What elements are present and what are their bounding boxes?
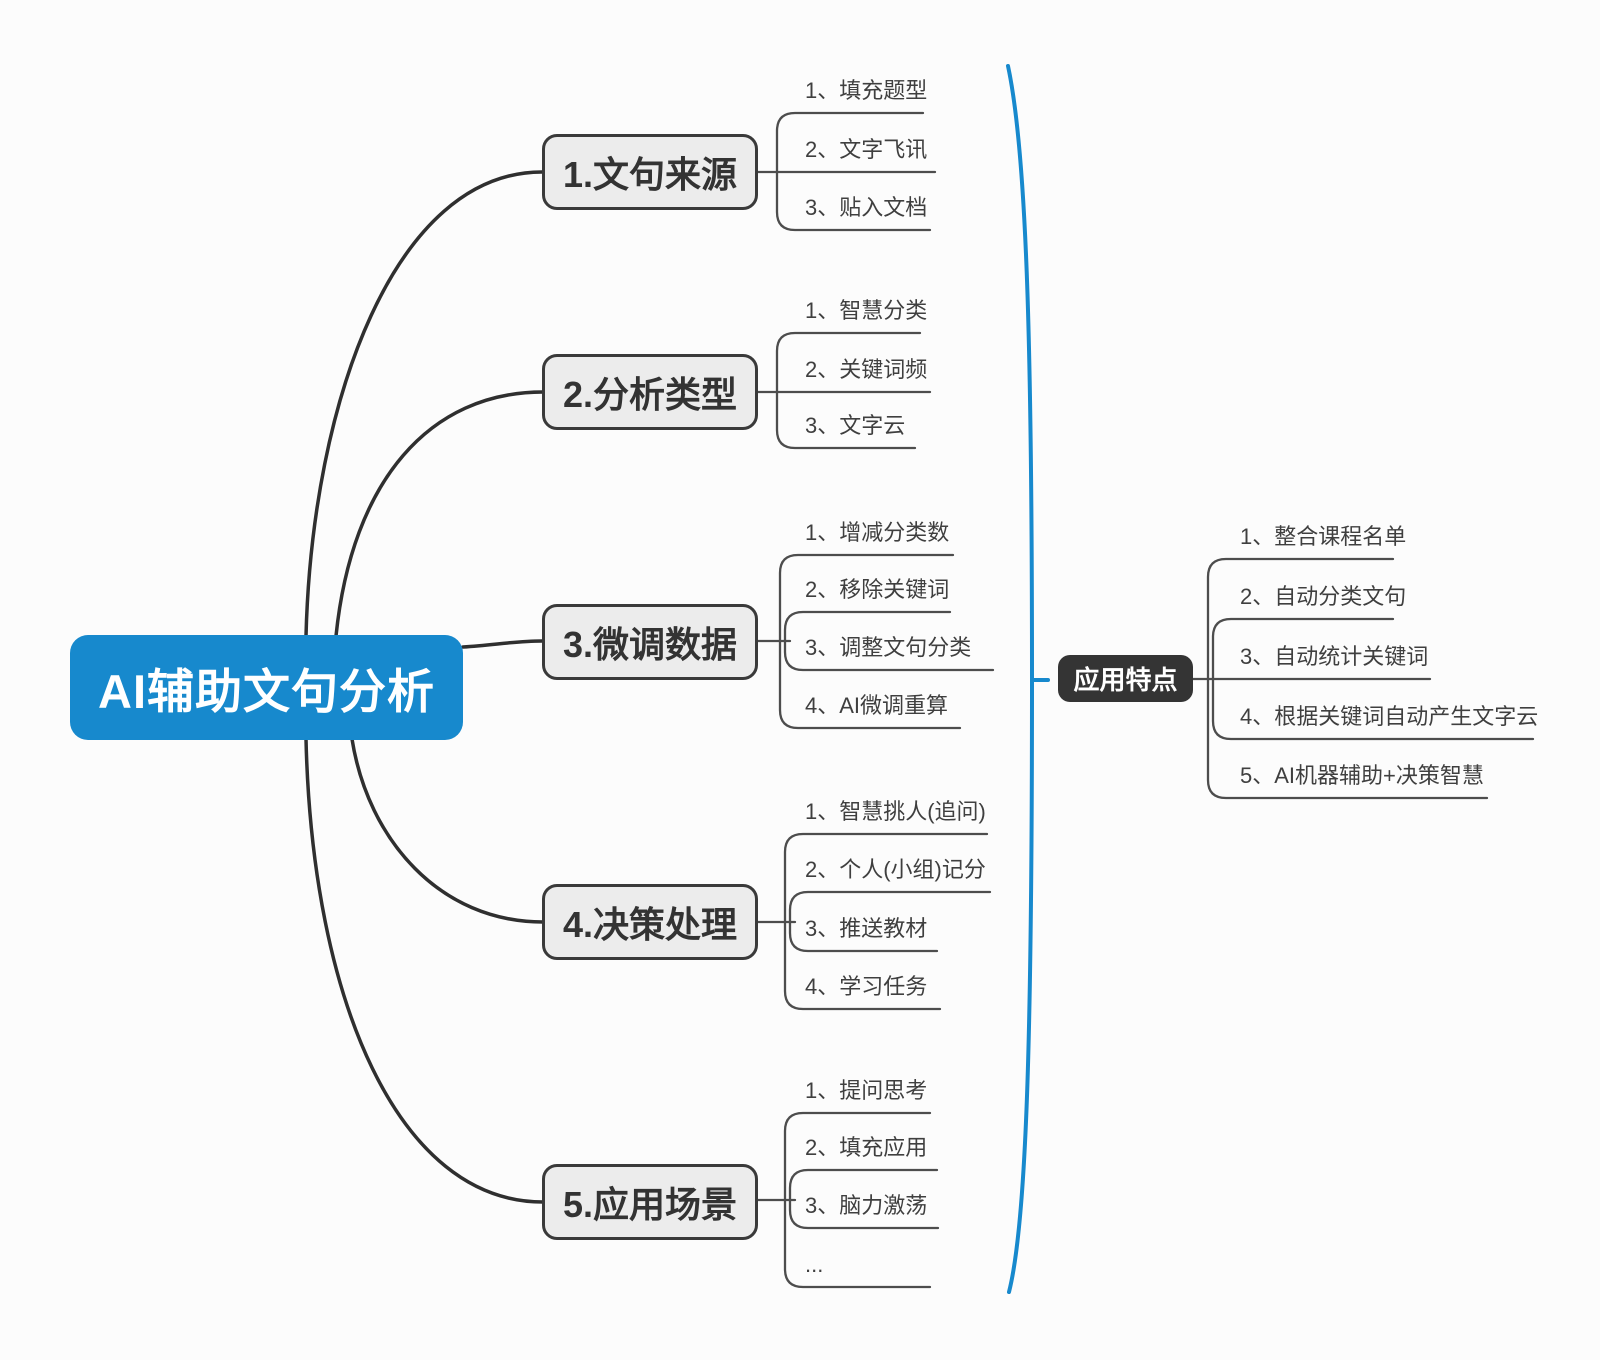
- root-branch-curves: [304, 170, 545, 1204]
- child-topic-b3-3[interactable]: 3、调整文句分类: [805, 635, 972, 660]
- child-topic-r-5[interactable]: 5、AI机器辅助+决策智慧: [1240, 763, 1484, 788]
- child-topic-b4-3[interactable]: 3、推送教材: [805, 916, 928, 941]
- child-topic-b5-1[interactable]: 1、提问思考: [805, 1078, 928, 1103]
- child-topic-b1-1[interactable]: 1、填充题型: [805, 78, 928, 103]
- branch-label-5: 5.应用场景: [562, 1184, 738, 1225]
- child-topic-r-1[interactable]: 1、整合课程名单: [1240, 524, 1407, 549]
- branch-label-1: 1.文句来源: [562, 154, 738, 195]
- child-topic-b1-3[interactable]: 3、贴入文档: [805, 195, 928, 220]
- child-topic-r-2[interactable]: 2、自动分类文句: [1240, 584, 1407, 609]
- curve-root-branch5: [304, 737, 545, 1204]
- child-topic-b2-3[interactable]: 3、文字云: [805, 413, 906, 438]
- branch-node-3[interactable]: 3.微调数据: [542, 604, 758, 680]
- child-topic-b2-1[interactable]: 1、智慧分类: [805, 298, 928, 323]
- branch-node-1[interactable]: 1.文句来源: [542, 134, 758, 210]
- branch1-brackets: [750, 111, 937, 232]
- child-topic-b5-3[interactable]: 3、脑力激荡: [805, 1193, 928, 1218]
- branch5-brackets: [750, 1111, 940, 1289]
- child-topic-b5-2[interactable]: 2、填充应用: [805, 1135, 928, 1160]
- branch-node-4[interactable]: 4.决策处理: [542, 884, 758, 960]
- curve-root-branch4: [350, 737, 545, 924]
- branch-label-2: 2.分析类型: [562, 374, 738, 415]
- child-topic-b1-2[interactable]: 2、文字飞讯: [805, 137, 928, 162]
- branch4-brackets: [750, 832, 992, 1011]
- right-brackets: [1190, 557, 1535, 800]
- accent-brace: [1006, 64, 1035, 1294]
- child-topic-b4-2[interactable]: 2、个人(小组)记分: [805, 857, 986, 882]
- curve-root-branch2: [334, 390, 545, 638]
- child-topic-b4-4[interactable]: 4、学习任务: [805, 974, 928, 999]
- child-topic-b2-2[interactable]: 2、关键词频: [805, 357, 928, 382]
- curve-root-branch3: [461, 639, 544, 649]
- branch3-brackets: [750, 553, 995, 730]
- child-topic-b3-2[interactable]: 2、移除关键词: [805, 577, 950, 602]
- child-topic-r-4[interactable]: 4、根据关键词自动产生文字云: [1240, 704, 1539, 729]
- branch-node-2[interactable]: 2.分析类型: [542, 354, 758, 430]
- branch-label-3: 3.微调数据: [562, 624, 738, 665]
- right-node-label: 应用特点: [1073, 665, 1178, 695]
- branch-node-5[interactable]: 5.应用场景: [542, 1164, 758, 1240]
- child-topic-b5-4[interactable]: ...: [805, 1252, 824, 1277]
- child-topic-b3-4[interactable]: 4、AI微调重算: [805, 693, 949, 718]
- child-topic-b4-1[interactable]: 1、智慧挑人(追问): [805, 799, 986, 824]
- branch2-brackets: [750, 331, 932, 450]
- root-label: AI辅助文句分析: [98, 665, 435, 718]
- root-node[interactable]: AI辅助文句分析: [70, 635, 463, 740]
- accent-brace-group: [1006, 64, 1050, 1294]
- curve-root-branch1: [304, 170, 544, 638]
- bracket-b2-outer: [775, 331, 922, 450]
- child-topic-b3-1[interactable]: 1、增减分类数: [805, 520, 950, 545]
- child-topic-r-3[interactable]: 3、自动统计关键词: [1240, 644, 1429, 669]
- branch-label-4: 4.决策处理: [562, 904, 738, 945]
- right-node[interactable]: 应用特点: [1058, 655, 1193, 702]
